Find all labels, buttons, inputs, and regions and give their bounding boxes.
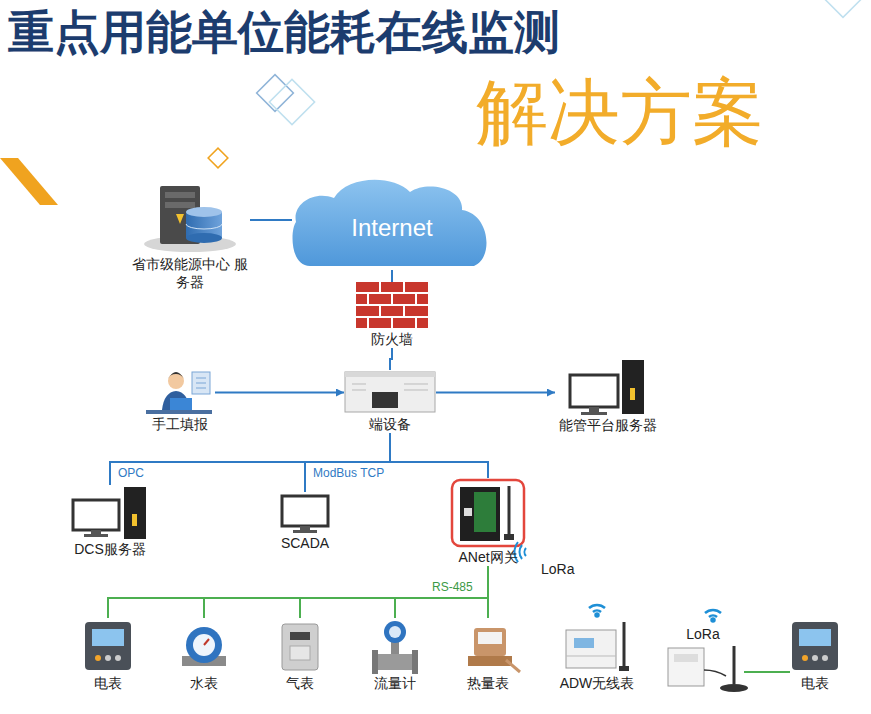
deco-diamond (208, 148, 228, 168)
connector (305, 433, 390, 492)
deco-diamond (269, 79, 314, 124)
meter-node: 电表 (790, 618, 840, 692)
firewall-node: 防火墙 (356, 282, 428, 348)
connector (300, 566, 488, 618)
cloud-node: Internet (292, 178, 492, 270)
meter-node: 热量表 (463, 618, 513, 692)
wireless-icon (705, 610, 721, 622)
gas-meter-icon (282, 624, 318, 670)
meter-node: 水表 (179, 618, 229, 692)
meter-node: 流量计 (370, 618, 420, 692)
scada-node: SCADA (277, 492, 334, 552)
connector (390, 348, 392, 370)
device-node: 端设备 (344, 370, 436, 433)
connector (744, 671, 790, 673)
connector (395, 566, 488, 618)
gateway-icon (452, 480, 524, 546)
title: 重点用能单位能耗在线监测 (8, 4, 560, 60)
server-node: 省市级能源中心 服务器 (130, 185, 250, 291)
connector (108, 566, 488, 618)
wireless-meter-icon (566, 622, 629, 671)
monitor-icon (282, 496, 328, 533)
connector-label: ModBus TCP (311, 466, 386, 480)
subtitle: 解决方案 (476, 70, 764, 154)
connector-label: OPC (116, 466, 146, 480)
connector (250, 219, 292, 221)
connector-label: RS-485 (430, 580, 475, 594)
wireless-icon (589, 605, 605, 617)
node-caption: 电表 (83, 674, 133, 692)
heat-meter-icon (468, 628, 520, 672)
node-caption: DCS服务器 (70, 540, 150, 558)
connector (110, 433, 390, 485)
node-caption: 流量计 (370, 674, 420, 692)
rack-device-icon (345, 372, 435, 412)
server-node: DCS服务器 (70, 485, 150, 558)
server-icon (144, 186, 236, 252)
node-caption: 手工填报 (145, 415, 215, 433)
water-meter-icon (182, 627, 226, 666)
pc-icon (570, 360, 644, 415)
electric-meter-icon (792, 622, 838, 670)
server-node: 能管平台服务器 (555, 358, 661, 434)
node-caption: 水表 (179, 674, 229, 692)
person-icon (146, 372, 212, 414)
connector (215, 392, 344, 394)
node-caption: 气表 (275, 674, 325, 692)
node-caption: 端设备 (344, 415, 436, 433)
corner-stripe (0, 158, 58, 205)
electric-meter-icon (85, 622, 131, 670)
lora-module-node: LoRa (662, 625, 744, 709)
node-caption: ADW无线表 (556, 674, 639, 692)
deco-diamond (257, 75, 294, 112)
meter-node: ADW无线表 (556, 618, 639, 692)
connector (204, 566, 488, 618)
gateway-node: ANet网关 (450, 478, 526, 566)
wireless-label: LoRa (541, 560, 574, 578)
connector (391, 270, 393, 282)
node-caption: 省市级能源中心 服务器 (130, 255, 250, 291)
pc-icon (73, 487, 146, 539)
node-caption: 能管平台服务器 (555, 416, 661, 434)
lora-module-icon (668, 646, 748, 692)
node-caption: ANet网关 (450, 548, 526, 566)
flowmeter-icon (372, 621, 418, 674)
meter-node: 电表 (83, 618, 133, 692)
node-caption: LoRa (662, 625, 744, 643)
node-caption: 电表 (790, 674, 840, 692)
cloud-text: Internet (292, 214, 492, 242)
node-caption: 防火墙 (356, 330, 428, 348)
node-caption: SCADA (277, 534, 334, 552)
deco-diamond (825, 0, 862, 17)
connector (487, 566, 489, 618)
firewall-icon (356, 282, 428, 328)
connector (390, 433, 488, 478)
node-caption: 热量表 (463, 674, 513, 692)
connector (436, 392, 555, 394)
meter-node: 气表 (275, 618, 325, 692)
person-node: 手工填报 (145, 370, 215, 433)
